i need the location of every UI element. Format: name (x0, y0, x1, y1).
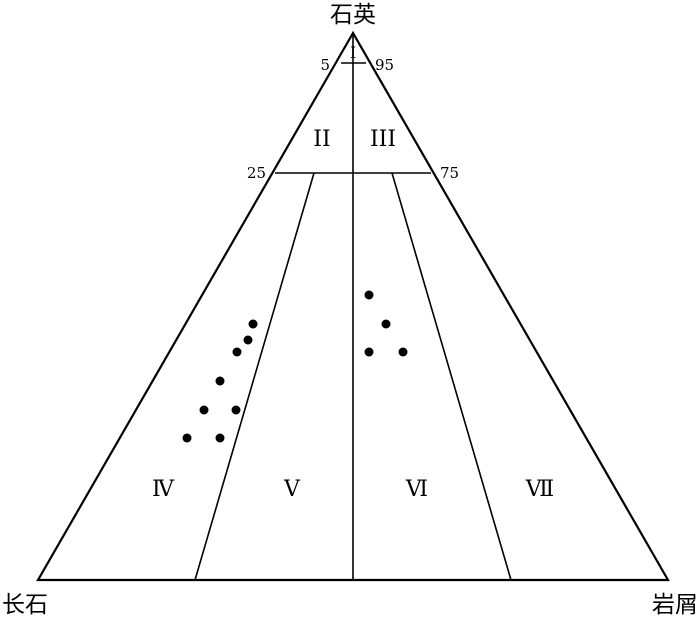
region-label-3: III (370, 127, 396, 152)
divider-left (194, 172, 315, 581)
sample-point (182, 433, 192, 443)
sample-point (199, 405, 209, 415)
sample-point (381, 319, 391, 329)
vertex-label-lithic: 岩屑 (652, 592, 698, 617)
sample-point (215, 376, 225, 386)
region-label-2: II (313, 127, 330, 152)
sample-point (215, 433, 225, 443)
sample-point (248, 319, 258, 329)
sample-point (364, 347, 374, 357)
sample-point (364, 290, 374, 300)
tick-label-75: 75 (440, 164, 459, 182)
tick-label-95: 95 (375, 56, 394, 74)
sample-point (398, 347, 408, 357)
region-label-1: I (350, 43, 356, 62)
region-label-4: Ⅳ (152, 477, 175, 502)
region-label-6: Ⅵ (405, 477, 428, 502)
region-label-5: Ⅴ (283, 477, 301, 502)
divider-right (391, 172, 512, 581)
sample-points (182, 290, 408, 443)
sample-point (243, 335, 253, 345)
region-label-7: Ⅶ (525, 477, 554, 502)
tick-label-5: 5 (320, 56, 330, 74)
sample-point (232, 347, 242, 357)
vertex-label-feldspar: 长石 (2, 592, 48, 617)
tick-label-25: 25 (247, 164, 266, 182)
vertex-label-quartz: 石英 (330, 2, 376, 28)
sample-point (231, 405, 241, 415)
